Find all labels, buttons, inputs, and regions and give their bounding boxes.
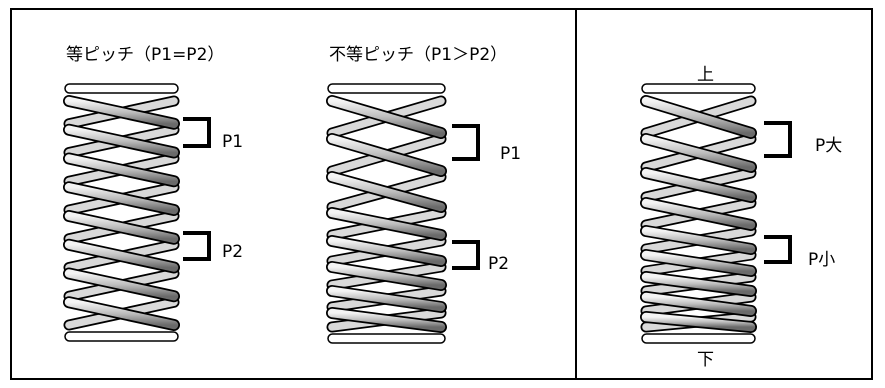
panel1-bracket-upper [183,117,211,148]
panel3-label-small: P小 [808,250,836,270]
panel3-label-top: 上 [697,65,714,85]
panel2-label-p2: P2 [488,254,510,274]
diagram-frame [10,8,873,380]
spring-equal-pitch [63,83,180,342]
panel1-label-p1: P1 [222,132,244,152]
panel3-bracket-lower [764,235,792,264]
panel2-bracket-upper [452,124,480,161]
panel1-title: 等ピッチ（P1=P2） [66,45,225,65]
spring-unequal-pitch [326,83,447,344]
panel2-label-p1: P1 [500,144,522,164]
panel2-bracket-lower [452,240,480,270]
panel3-bracket-upper [764,121,792,158]
panel1-label-p2: P2 [222,242,244,262]
panel1-bracket-lower [183,231,211,261]
panel3-label-bottom: 下 [697,350,714,370]
spring-variable-pitch [640,83,757,344]
panel3-label-large: P大 [815,136,843,156]
panel2-title: 不等ピッチ（P1＞P2） [329,45,508,65]
panel-divider [575,8,577,380]
